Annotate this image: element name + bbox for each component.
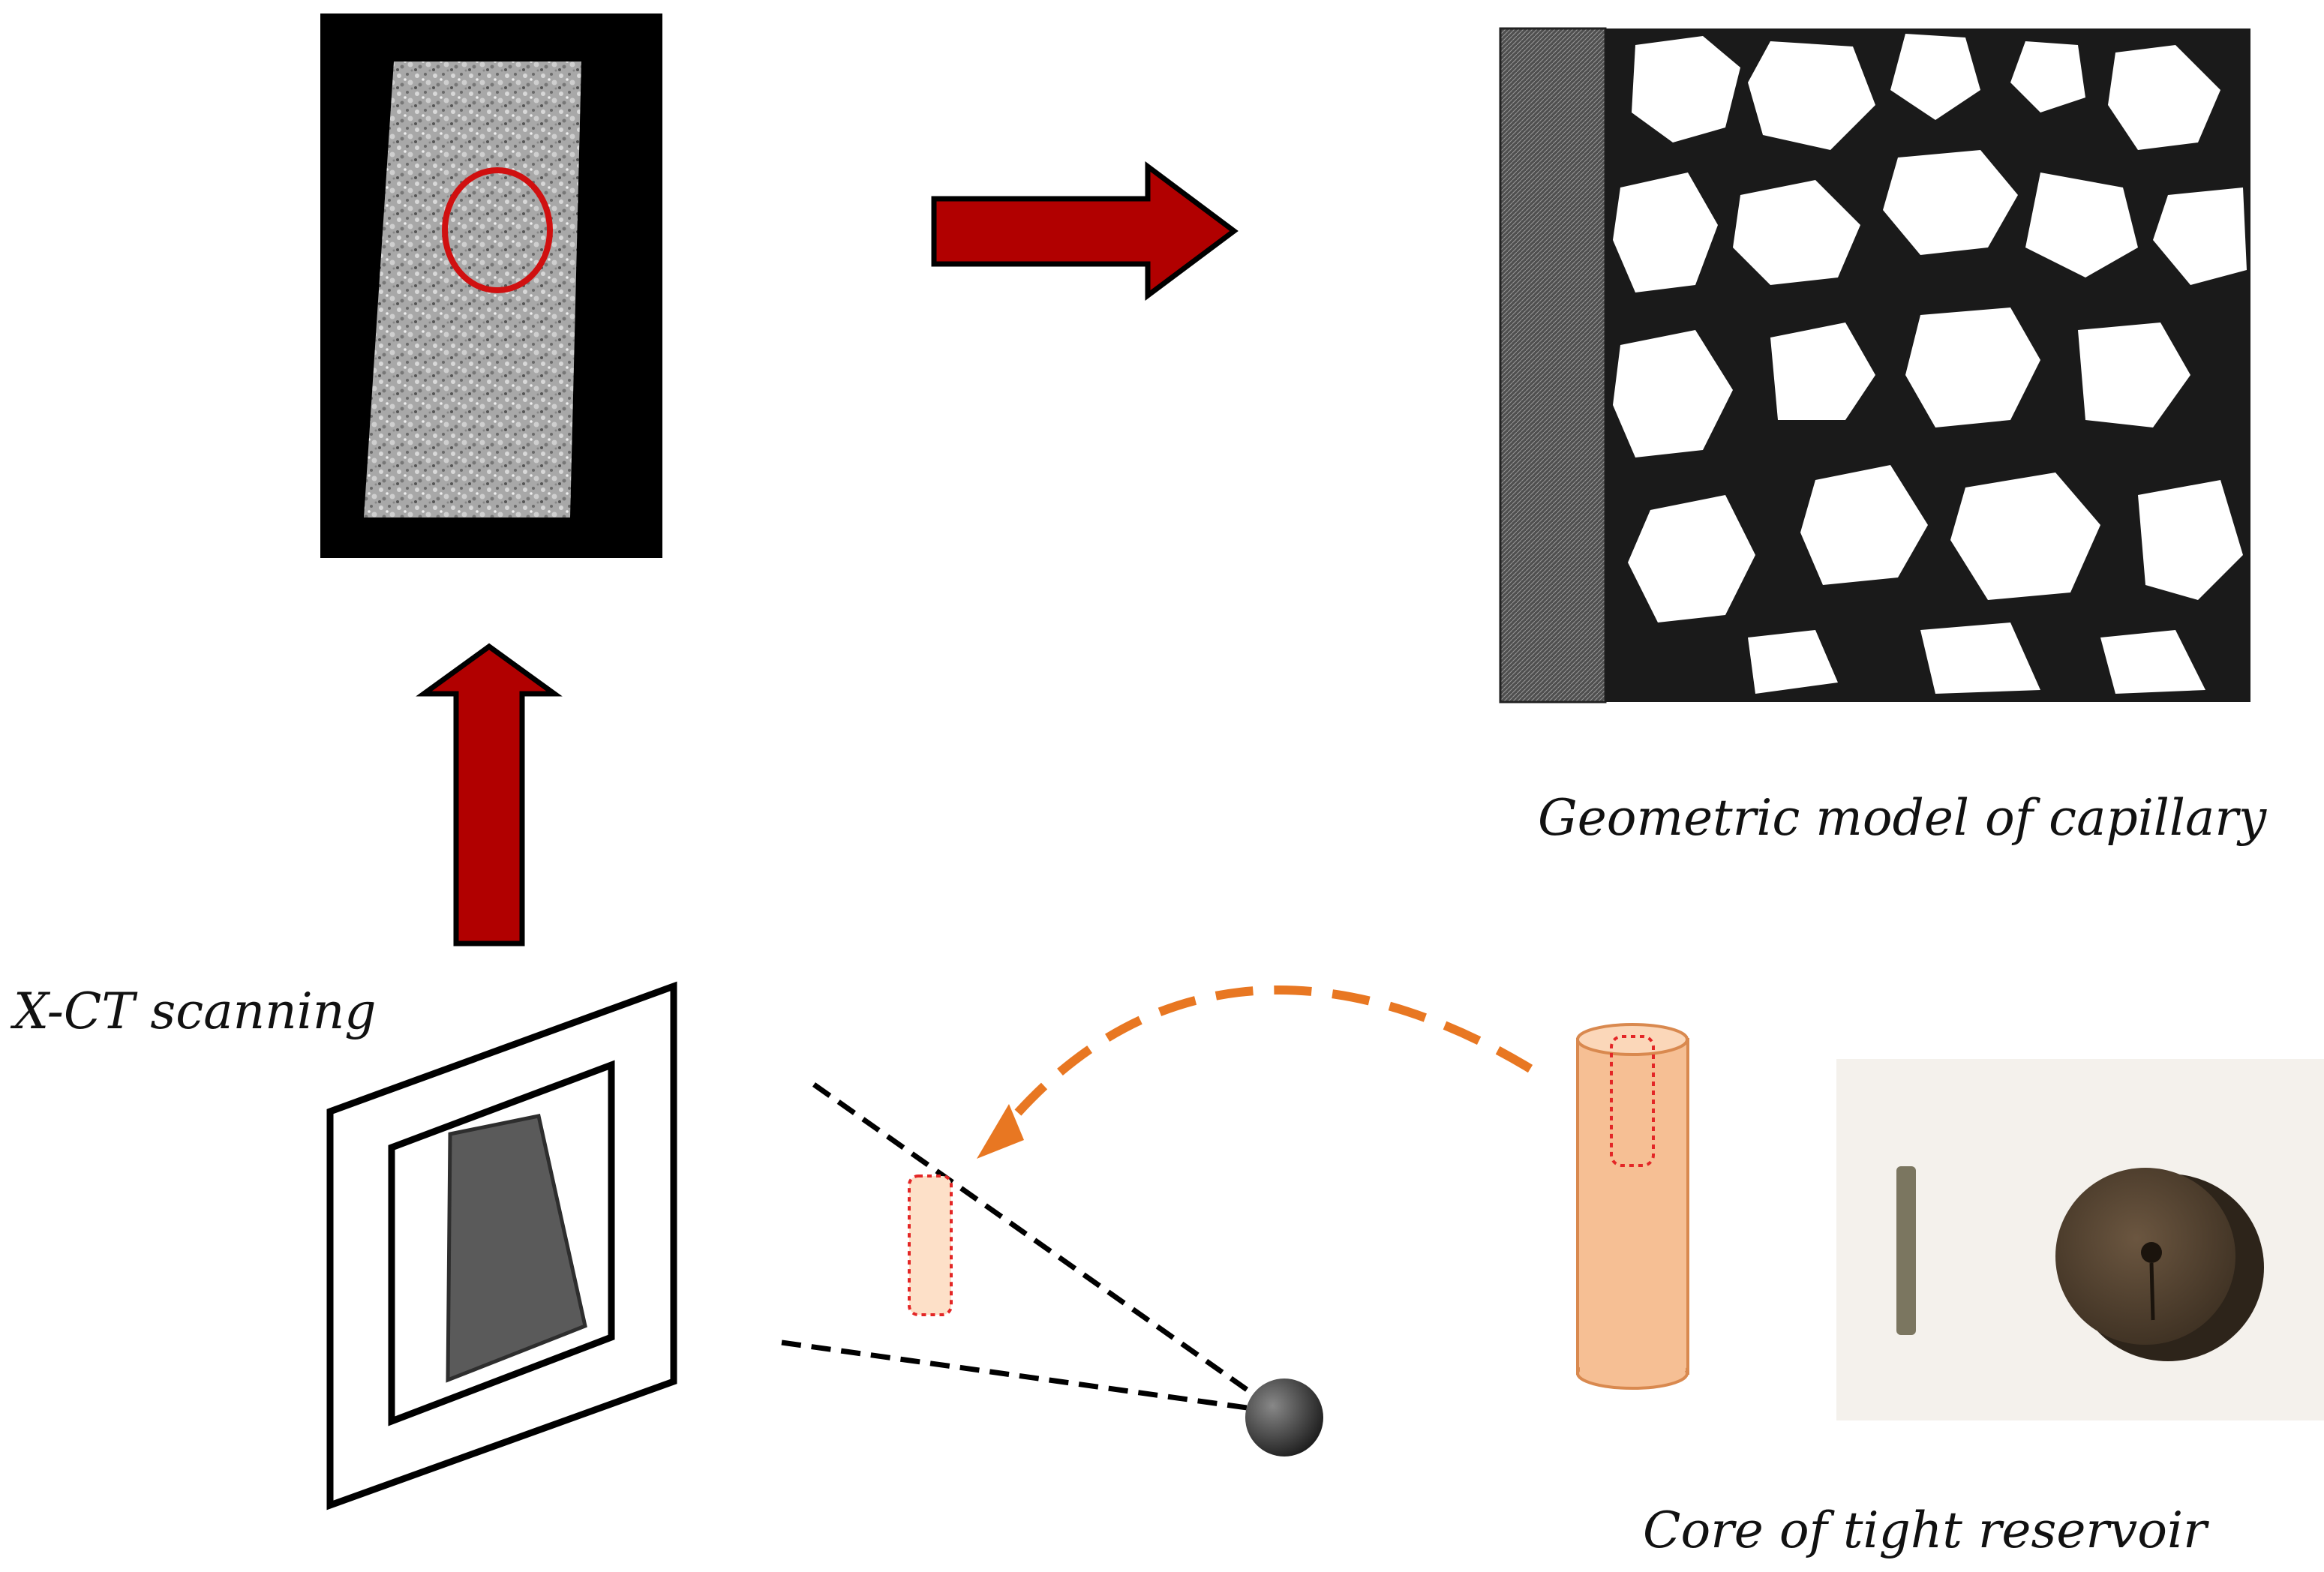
- up-arrow-icon: [416, 643, 563, 946]
- core-cylinder: [1576, 1023, 1689, 1390]
- xray-beam: [781, 1082, 1281, 1415]
- sampling-arc: [994, 986, 1533, 1139]
- sample-in-beam: [908, 1174, 953, 1316]
- roi-circle: [442, 167, 553, 293]
- capillary-geometric-model: [1499, 27, 2250, 704]
- photo-core-stick: [1896, 1166, 1916, 1335]
- detector-panel: [326, 981, 677, 1510]
- xct-scanning-label: X-CT scanning: [14, 982, 377, 1040]
- geometric-model-label: Geometric model of capillary: [1538, 789, 2267, 847]
- core-label: Core of tight reservoir: [1643, 1502, 2207, 1559]
- ct-sample-slice: [364, 62, 581, 518]
- arc-arrowhead-icon: [977, 1104, 1024, 1159]
- core-photo: [1836, 1059, 2324, 1420]
- xray-source-icon: [1245, 1378, 1323, 1456]
- right-arrow-icon: [931, 161, 1239, 301]
- core-sample-marker: [1610, 1035, 1655, 1167]
- model-inlet-wall: [1499, 27, 1607, 704]
- model-grains: [1613, 34, 2247, 694]
- scan-shadow: [446, 1114, 587, 1383]
- ct-slice-image: [320, 14, 662, 558]
- photo-core-hole: [2141, 1242, 2162, 1263]
